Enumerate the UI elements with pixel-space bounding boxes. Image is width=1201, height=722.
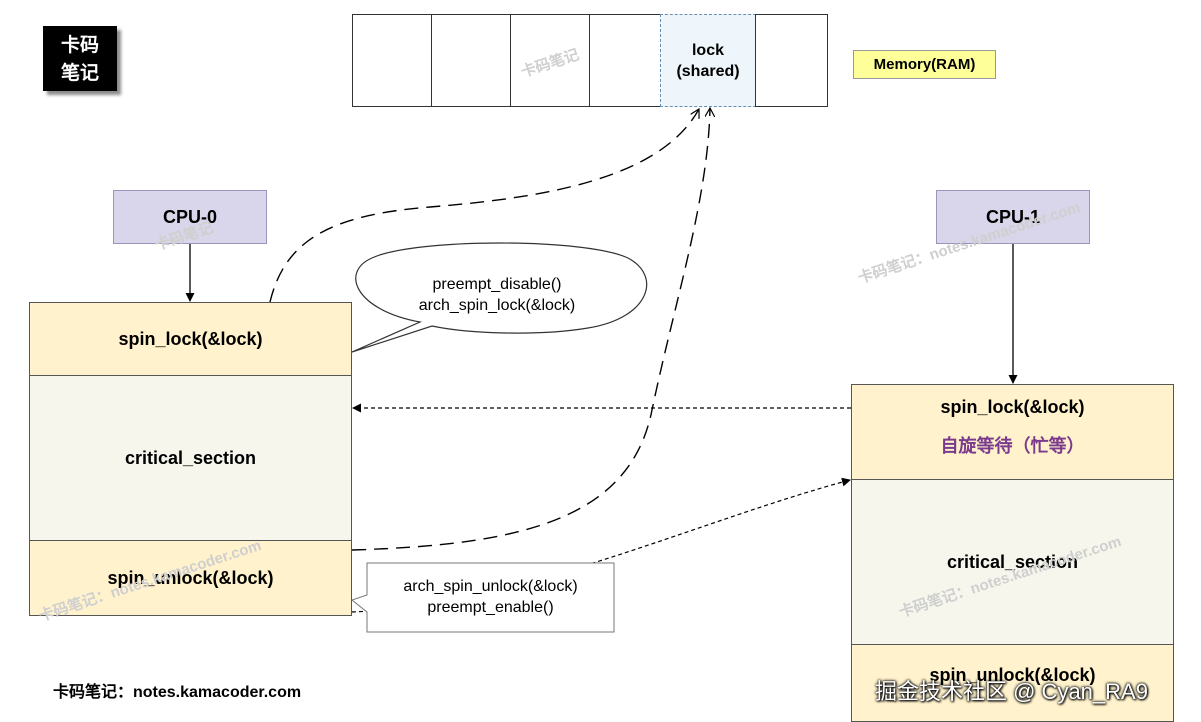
memory-cell [755,14,828,107]
memory-cell [510,14,590,107]
logo: 卡码 笔记 [43,26,117,91]
logo-line-2: 笔记 [60,61,99,84]
cpu1-spinning-label: 自旋等待（忙等） [940,436,1085,456]
memory-legend: Memory(RAM) [853,50,996,79]
cpu0-box: CPU-0 [113,190,267,244]
cpu1-critical-section: critical_section [851,479,1174,645]
arch-spin-lock-label: arch_spin_lock(&lock) [418,297,576,314]
platform-credit: 掘金技术社区 @ Cyan_RA9 [875,679,1148,704]
lock-acquire-curve [269,109,699,303]
lock-label: lock [691,41,724,59]
preempt-enable-label: preempt_enable() [427,599,554,616]
memory-cell [352,14,432,107]
arch-spin-unlock-label: arch_spin_unlock(&lock) [403,578,578,595]
cpu1-box: CPU-1 [936,190,1090,244]
cpu0-spin-lock: spin_lock(&lock) [29,302,352,376]
cpu0-spin-unlock: spin_unlock(&lock) [29,540,352,616]
memory-lock-cell: lock (shared) [660,14,756,107]
cpu1-spin-lock-label: spin_lock(&lock) [940,397,1085,417]
cpu0-critical-section: critical_section [29,375,352,541]
memory-cell [431,14,511,107]
callout-bubble [351,242,648,353]
cpu1-spin-unlock: spin_unlock(&lock) [851,644,1174,722]
unlock-callout-text: arch_spin_unlock(&lock) preempt_enable() [367,574,614,620]
lock-callout-text: preempt_disable() arch_spin_lock(&lock) [372,272,622,318]
lock-release-curve [351,108,710,551]
footer-text: 卡码笔记：notes.kamacoder.com [53,684,302,701]
preempt-disable-label: preempt_disable() [432,276,562,293]
cpu1-spin-lock: spin_lock(&lock) 自旋等待（忙等） [851,384,1174,480]
lock-shared-label: (shared) [676,62,740,80]
logo-line-1: 卡码 [60,33,99,56]
unlock-callout-box [350,562,615,633]
